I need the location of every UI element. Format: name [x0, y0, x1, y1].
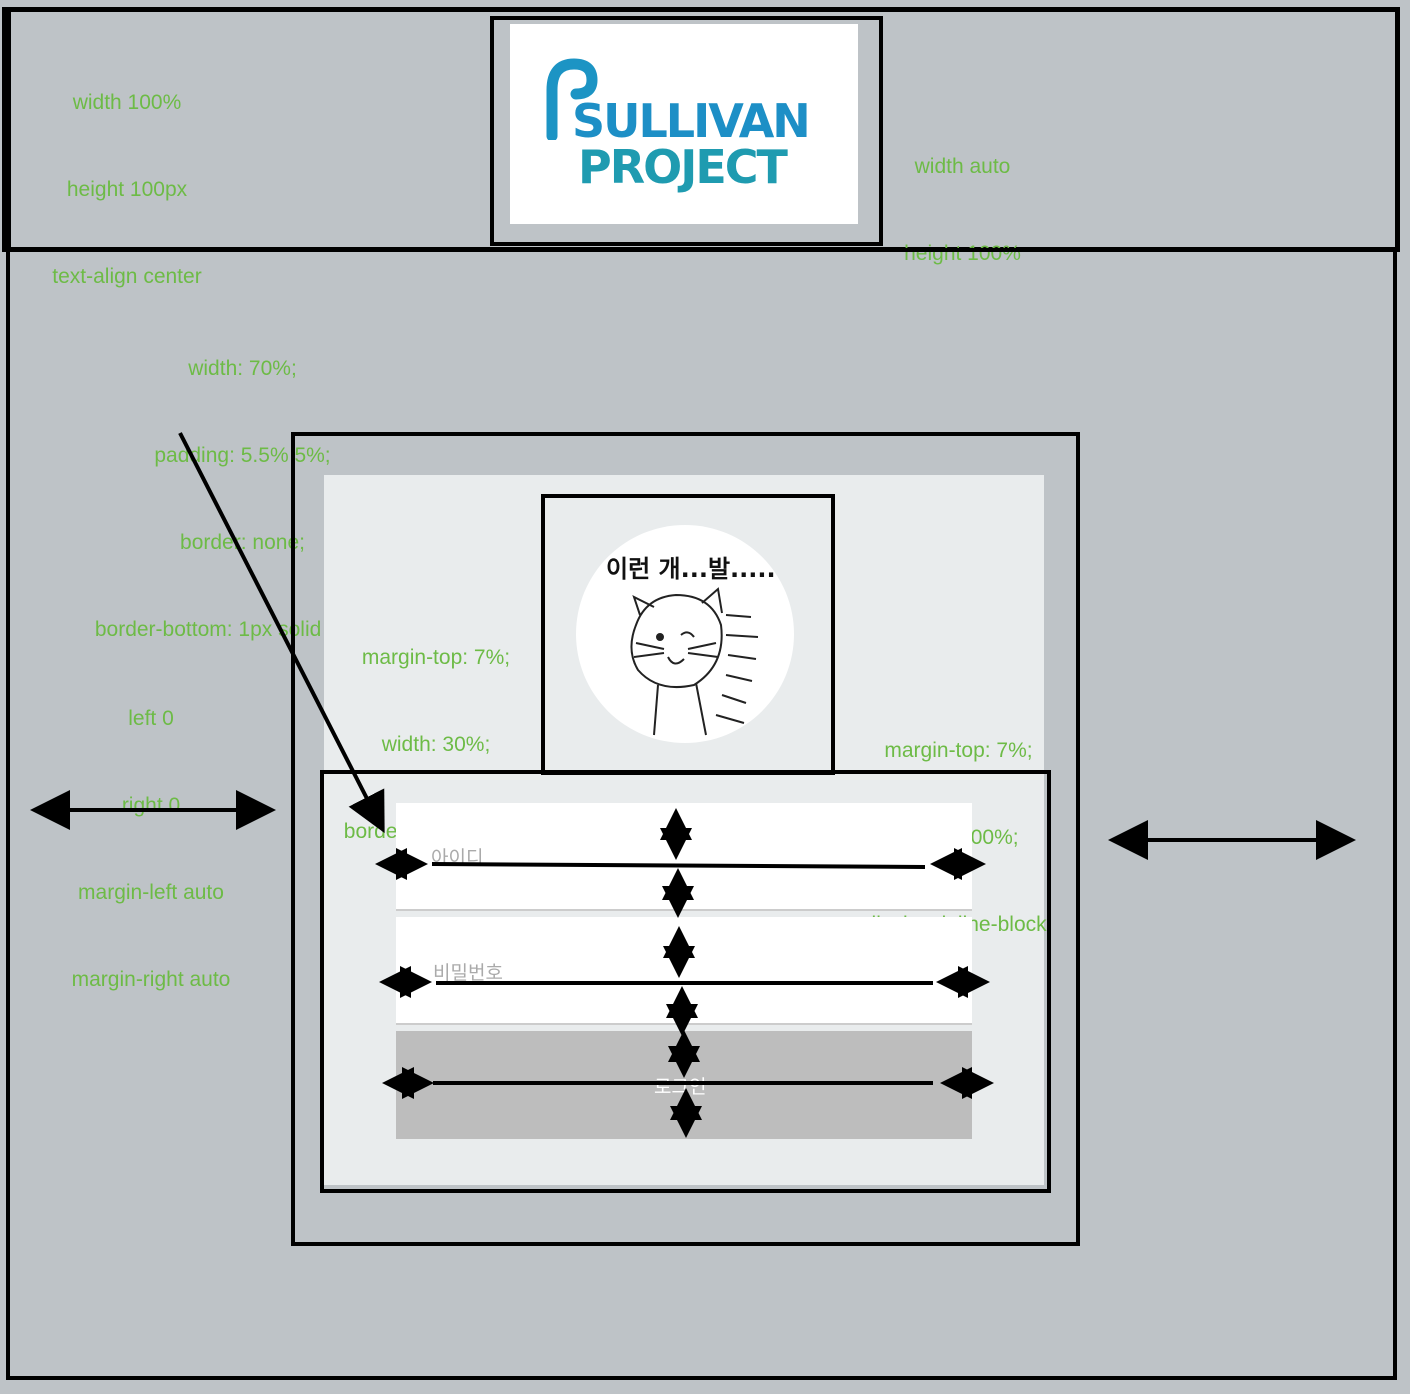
centering-note-line: left 0	[128, 707, 174, 730]
cartoon-cat-icon	[630, 587, 759, 736]
avatar-note-line: width: 30%;	[381, 733, 491, 756]
header-note-line: height 100px	[66, 178, 188, 201]
logo-hook-icon	[546, 58, 598, 140]
logo-note: width auto height 100%	[880, 94, 1045, 297]
form-note-line: margin-top: 7%;	[884, 739, 1033, 762]
header-note: width 100% height 100px text-align cente…	[22, 30, 232, 320]
logo-line-project: PROJECT	[578, 140, 788, 194]
centering-note-line: margin-right auto	[71, 968, 231, 991]
pointer-arrow	[178, 432, 385, 834]
container-box	[291, 432, 1080, 1246]
header-note-line: width 100%	[72, 91, 182, 114]
centering-note-line: margin-left auto	[78, 881, 224, 904]
main-box	[6, 248, 1397, 1380]
logo: SULLIVAN PROJECT	[510, 24, 858, 224]
avatar-note-line: margin-top: 7%;	[361, 646, 511, 669]
id-width-line	[431, 862, 926, 869]
logo-note-line: height 100%	[904, 242, 1021, 265]
input-note-line: width: 70%;	[188, 357, 297, 380]
logo-line-sullivan: SULLIVAN	[572, 94, 811, 148]
input-note-line: padding: 5.5% 5%;	[154, 444, 331, 467]
avatar: 이런 개...발......	[576, 525, 794, 743]
avatar-caption: 이런 개...발......	[606, 555, 785, 583]
form-box	[320, 770, 1051, 1193]
header-note-line: text-align center	[52, 265, 202, 288]
logo-box	[490, 16, 883, 246]
logo-note-line: width auto	[914, 155, 1011, 178]
password-placeholder: 비밀번호	[433, 962, 503, 984]
